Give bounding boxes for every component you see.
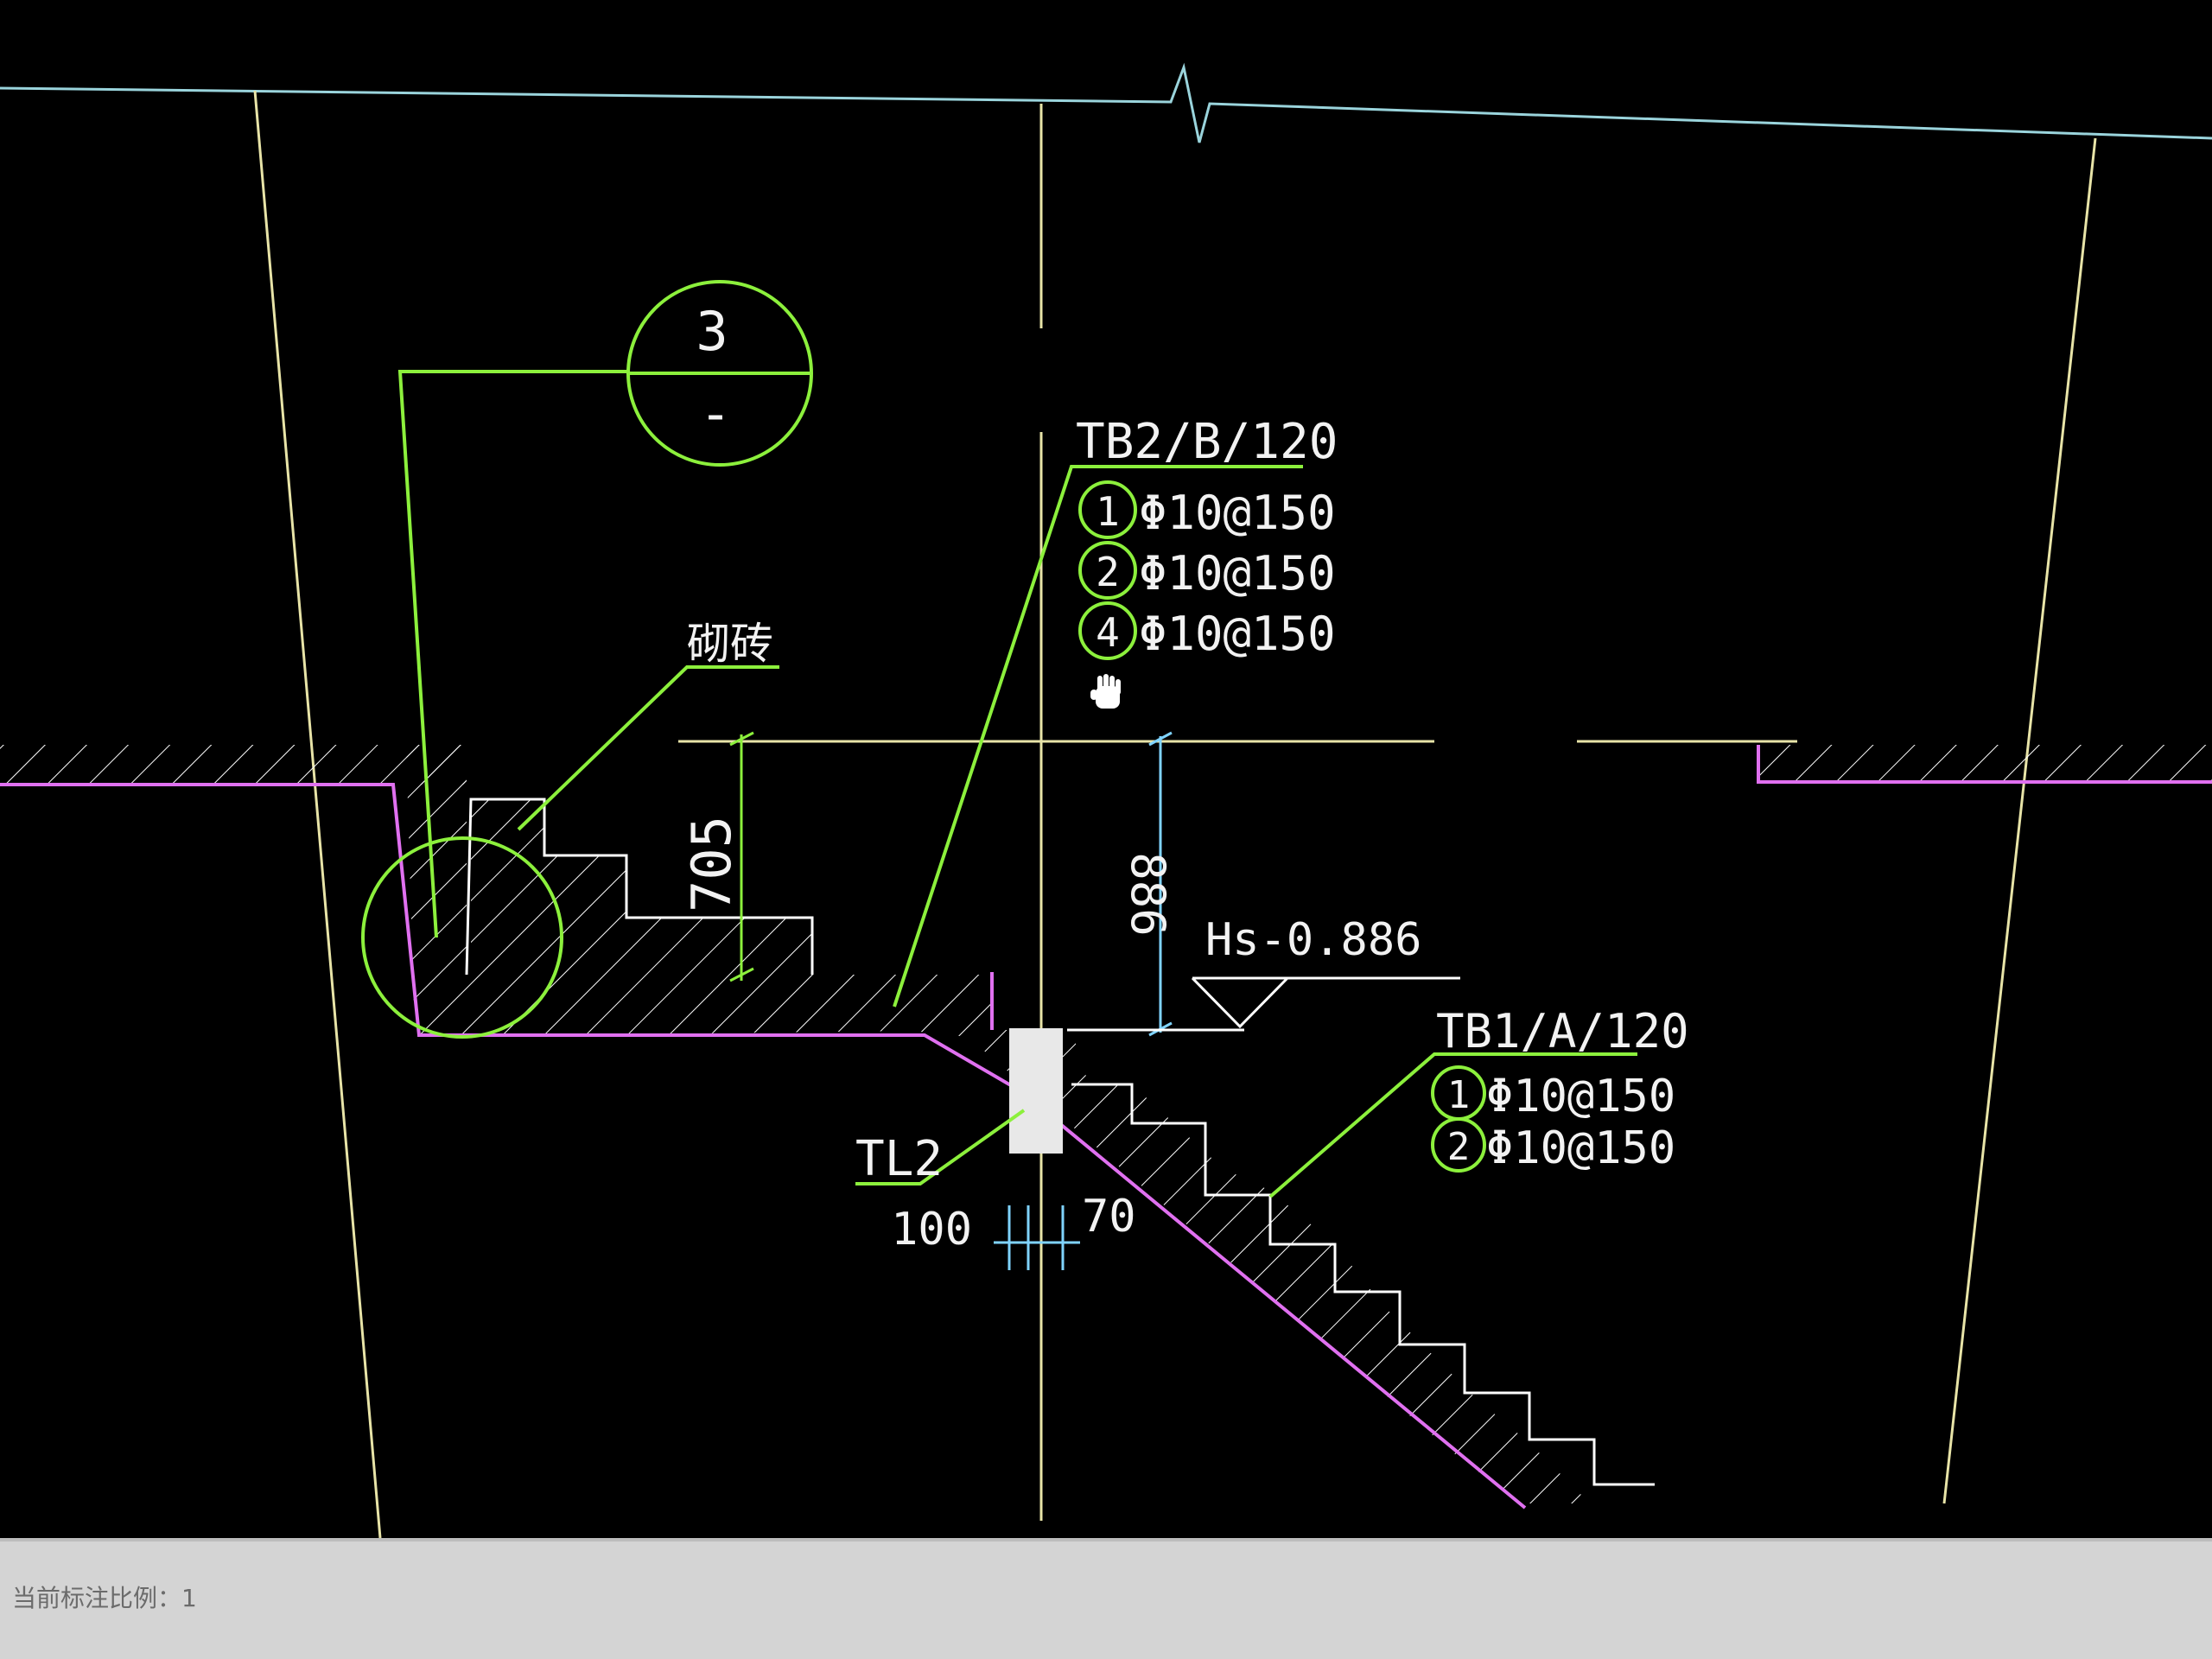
beam-dimensions — [994, 1205, 1080, 1270]
beam-tl2 — [1009, 1028, 1063, 1154]
dimension-886 — [1067, 731, 1244, 1037]
lower-flight-outline — [1071, 1083, 1655, 1486]
tb2-callout: TB2/B/120 1 2 4 Φ10@150 Φ10@150 Φ10@150 — [893, 414, 1338, 1007]
landing-slab — [406, 745, 1655, 1503]
detail-callout: 3 - — [361, 280, 813, 1039]
detail-sheet: - — [699, 382, 731, 445]
tb2-rebar-id: 2 — [1096, 549, 1120, 595]
status-text: 当前标注比例：1 — [12, 1584, 197, 1612]
dim-886-label: 886 — [1121, 852, 1175, 937]
dim-705-label: 705 — [680, 816, 743, 912]
dim-100-label: 100 — [891, 1204, 972, 1255]
elevation-label: Hs-0.886 — [1205, 914, 1421, 966]
right-floor-slab — [1758, 745, 2212, 782]
tb1-rebar-spec: Φ10@150 — [1486, 1122, 1675, 1174]
tb1-rebar-id: 1 — [1447, 1073, 1471, 1117]
status-bar: 当前标注比例：1 — [0, 1538, 2212, 1659]
brick-masonry-steps — [471, 799, 812, 975]
tb1-callout: TB1/A/120 1 2 Φ10@150 Φ10@150 — [1268, 1004, 1689, 1198]
cad-drawing-canvas[interactable]: 3 - 砌砖 TB2/B/120 1 2 4 Φ10@150 Φ10@150 Φ… — [0, 0, 2212, 1538]
tl2-callout: TL2 — [855, 1109, 1026, 1187]
tb2-rebar-id: 1 — [1096, 488, 1120, 535]
tl2-label: TL2 — [855, 1131, 943, 1187]
left-floor-slab — [0, 745, 467, 785]
tb2-rebar-id: 4 — [1096, 609, 1120, 656]
tb1-rebar-id: 2 — [1447, 1125, 1471, 1169]
tb2-rebar-spec: Φ10@150 — [1139, 546, 1336, 601]
dim-70-label: 70 — [1082, 1191, 1136, 1243]
tb1-rebar-spec: Φ10@150 — [1486, 1071, 1675, 1122]
detail-number: 3 — [696, 300, 728, 363]
tb1-label: TB1/A/120 — [1436, 1004, 1689, 1058]
slab-outline — [0, 745, 2212, 1510]
hand-cursor-icon — [1090, 674, 1121, 709]
tb2-rebar-spec: Φ10@150 — [1139, 486, 1336, 540]
stair-section — [0, 745, 2212, 1503]
detail-marker-circle — [361, 836, 563, 1039]
brick-callout: 砌砖 — [517, 619, 779, 831]
top-break-line — [0, 62, 2212, 143]
elevation-marker: Hs-0.886 — [1191, 914, 1460, 1029]
tb2-rebar-spec: Φ10@150 — [1139, 607, 1336, 661]
dimension-705 — [729, 731, 754, 982]
grid-lines — [253, 90, 2097, 1538]
brick-label: 砌砖 — [687, 619, 773, 669]
brick-step-outline — [465, 798, 814, 976]
tb2-label: TB2/B/120 — [1076, 414, 1338, 470]
